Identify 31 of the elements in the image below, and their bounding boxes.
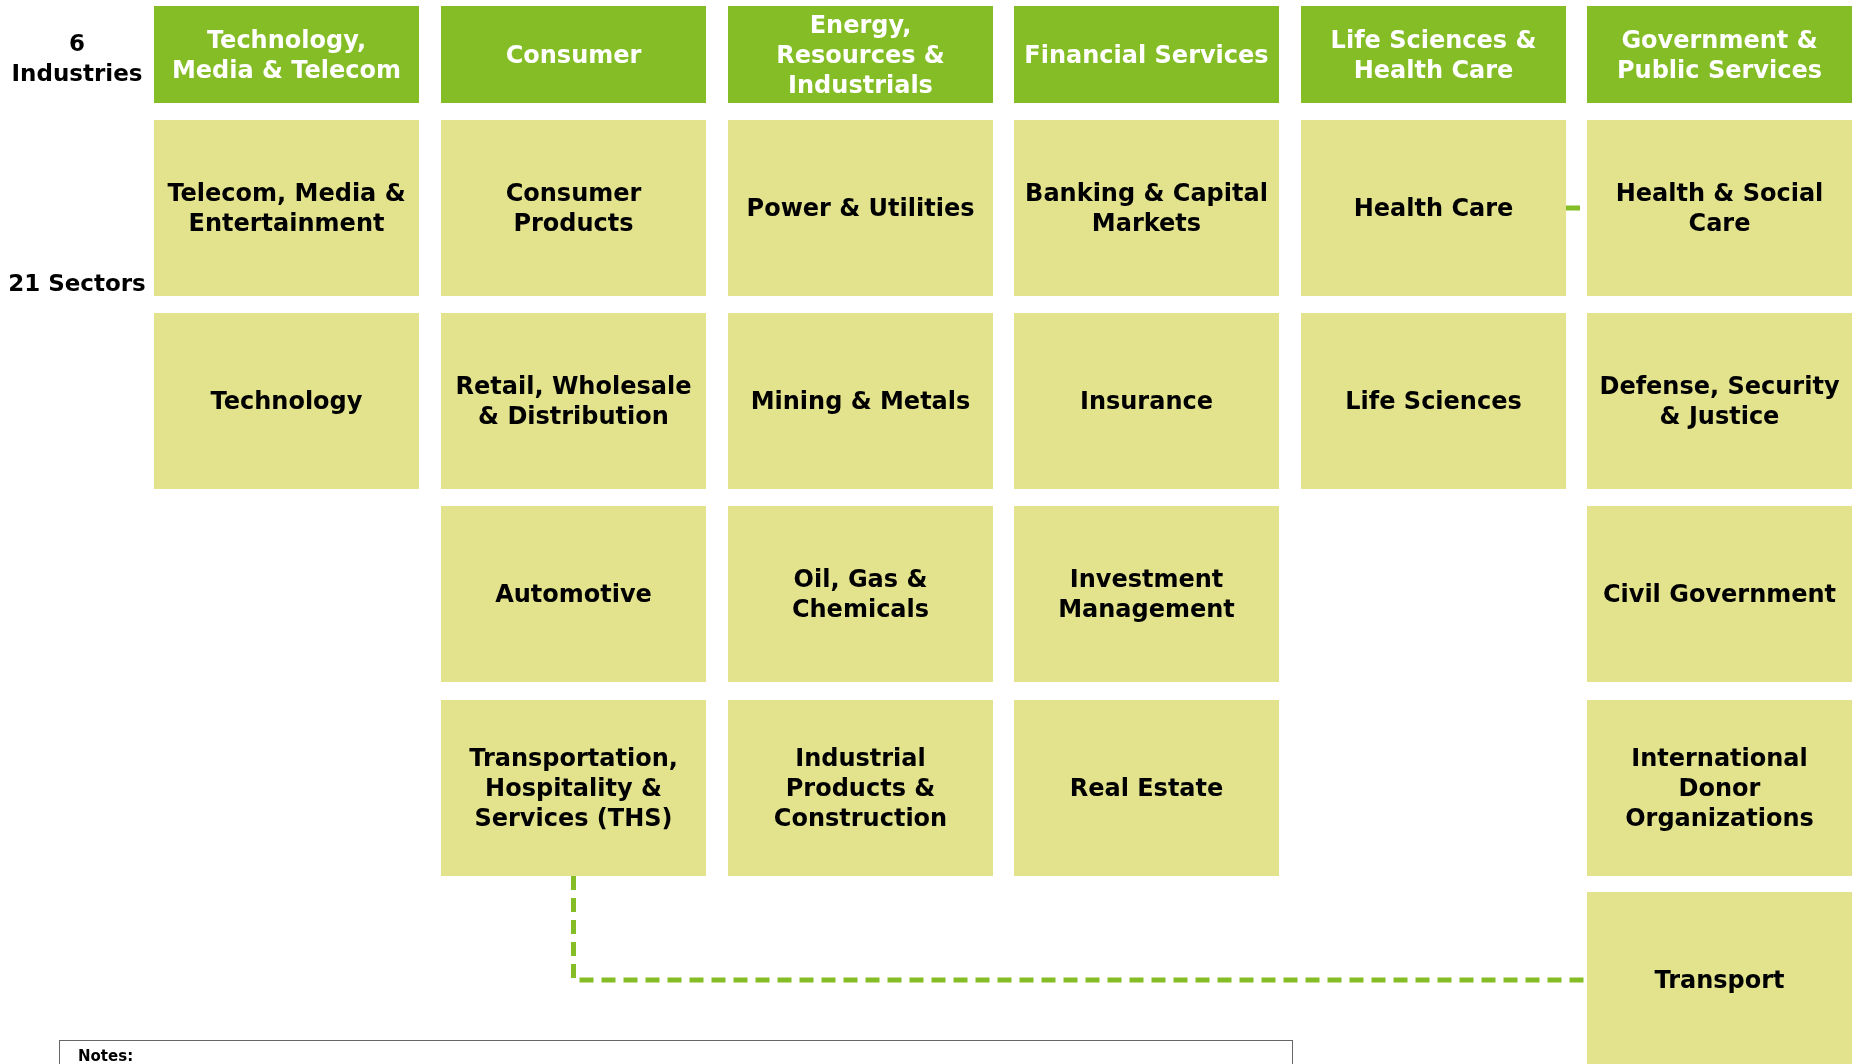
sector-box: Transport [1587,892,1852,1064]
sector-box: Automotive [441,506,706,682]
sector-box: Transportation, Hospitality & Services (THS) [441,700,706,876]
industry-header: Technology, Media & Telecom [154,6,419,103]
industry-header: Consumer [441,6,706,103]
sector-box: Telecom, Media & Entertainment [154,120,419,296]
sector-box: Defense, Security & Justice [1587,313,1852,489]
industry-header: Energy, Resources & Industrials [728,6,993,103]
axis-label: 21 Sectors [7,269,147,298]
sector-box: Health Care [1301,120,1566,296]
sector-box: Health & Social Care [1587,120,1852,296]
dashed-connector [571,876,1587,983]
sector-box: Consumer Products [441,120,706,296]
sector-box: Oil, Gas & Chemicals [728,506,993,682]
industry-header: Life Sciences & Health Care [1301,6,1566,103]
sector-box: Technology [154,313,419,489]
notes-box: Notes: [59,1040,1293,1064]
sector-box: Real Estate [1014,700,1279,876]
sector-box: Civil Government [1587,506,1852,682]
industry-header: Financial Services [1014,6,1279,103]
axis-label: 6 Industries [10,29,144,88]
sector-box: Power & Utilities [728,120,993,296]
sector-box: Industrial Products & Construction [728,700,993,876]
industry-header: Government & Public Services [1587,6,1852,103]
sector-box: Investment Management [1014,506,1279,682]
sector-box: Life Sciences [1301,313,1566,489]
sector-box: Insurance [1014,313,1279,489]
sector-box: Banking & Capital Markets [1014,120,1279,296]
sector-box: International Donor Organizations [1587,700,1852,876]
sector-box: Retail, Wholesale & Distribution [441,313,706,489]
sector-box: Mining & Metals [728,313,993,489]
